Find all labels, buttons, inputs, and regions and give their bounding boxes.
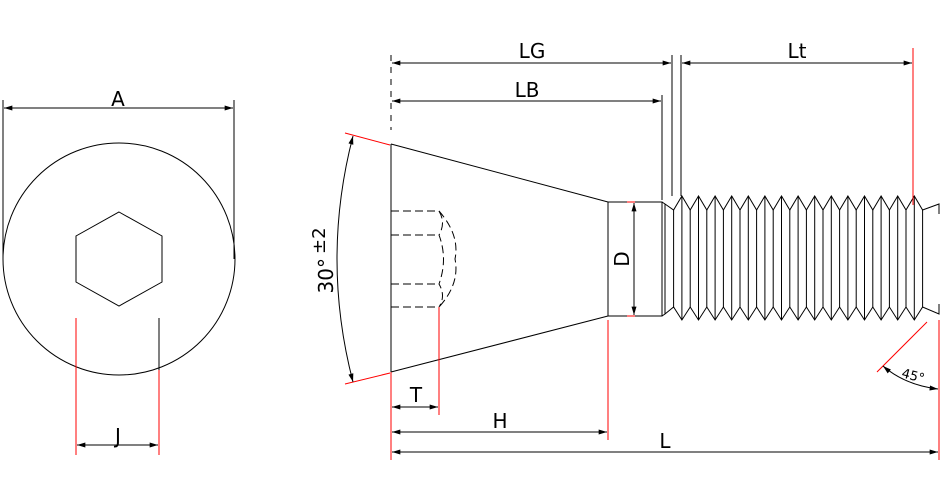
head-cone-bottom bbox=[390, 315, 609, 373]
head-circle bbox=[2, 142, 236, 376]
label-angle-head: 30° bbox=[314, 258, 338, 293]
thread-line bbox=[661, 304, 940, 321]
label-L: L bbox=[659, 429, 671, 453]
dim-angle-head bbox=[336, 135, 354, 383]
hidden-line bbox=[438, 210, 444, 308]
label-Lt: Lt bbox=[788, 39, 807, 63]
thread bbox=[661, 195, 940, 321]
hidden-line bbox=[438, 210, 457, 308]
label-LB: LB bbox=[515, 78, 540, 102]
ext-line bbox=[876, 321, 928, 373]
head-cone-top bbox=[390, 143, 609, 203]
label-J: J bbox=[113, 424, 121, 448]
ext-line bbox=[344, 132, 391, 146]
side-view: LG LB Lt D 30° ±2 T H L 45° bbox=[309, 39, 940, 460]
label-angle-chamfer: 45° bbox=[900, 366, 926, 386]
label-T: T bbox=[409, 383, 423, 407]
label-A: A bbox=[111, 87, 125, 111]
ext-line bbox=[344, 372, 391, 385]
label-angle-tol: ±2 bbox=[309, 227, 330, 254]
thread-line bbox=[661, 195, 940, 214]
dim-angle-chamfer bbox=[882, 365, 939, 391]
hex-socket bbox=[75, 211, 163, 307]
label-H: H bbox=[492, 409, 507, 433]
label-LG: LG bbox=[519, 39, 546, 63]
end-view: A J bbox=[2, 87, 236, 455]
label-D: D bbox=[610, 251, 634, 266]
